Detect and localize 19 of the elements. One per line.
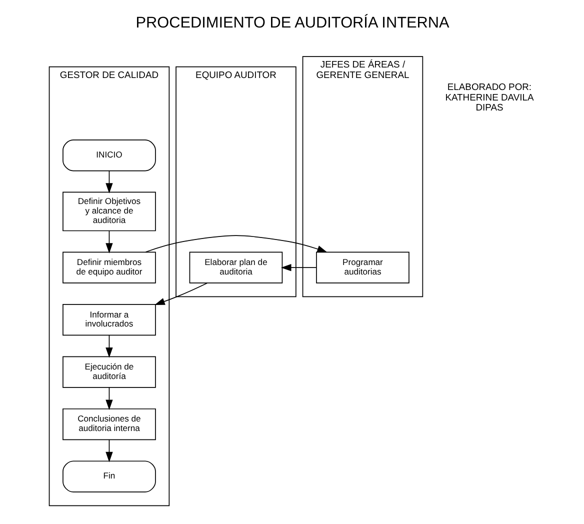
node-box: Ejecución de auditoría [62, 356, 156, 388]
arrow [280, 264, 316, 272]
node-box: Conclusiones de auditoria interna [62, 408, 156, 440]
node-box: Definir Objetivos y alcance de auditoria [62, 192, 156, 232]
node-box: Definir miembros de equipo auditor [62, 252, 156, 284]
arrow [105, 439, 112, 462]
diagram-title: PROCEDIMIENTO DE AUDITORÍA INTERNA [135, 14, 449, 32]
arrow [105, 334, 112, 358]
arrow [144, 235, 327, 252]
arrow [105, 387, 112, 410]
arrow [105, 230, 112, 254]
arrow [154, 282, 208, 305]
label: ELABORADO POR: KATHERINE DAVILA DIPAS [444, 81, 534, 113]
arrow [105, 170, 112, 194]
node-box: Programar auditorias [316, 252, 409, 284]
node-box: Fin [62, 460, 156, 492]
node-box: INICIO [62, 140, 156, 172]
node-box: Informar a involucrados [62, 304, 156, 336]
node-box: Elaborar plan de auditoria [188, 252, 282, 284]
